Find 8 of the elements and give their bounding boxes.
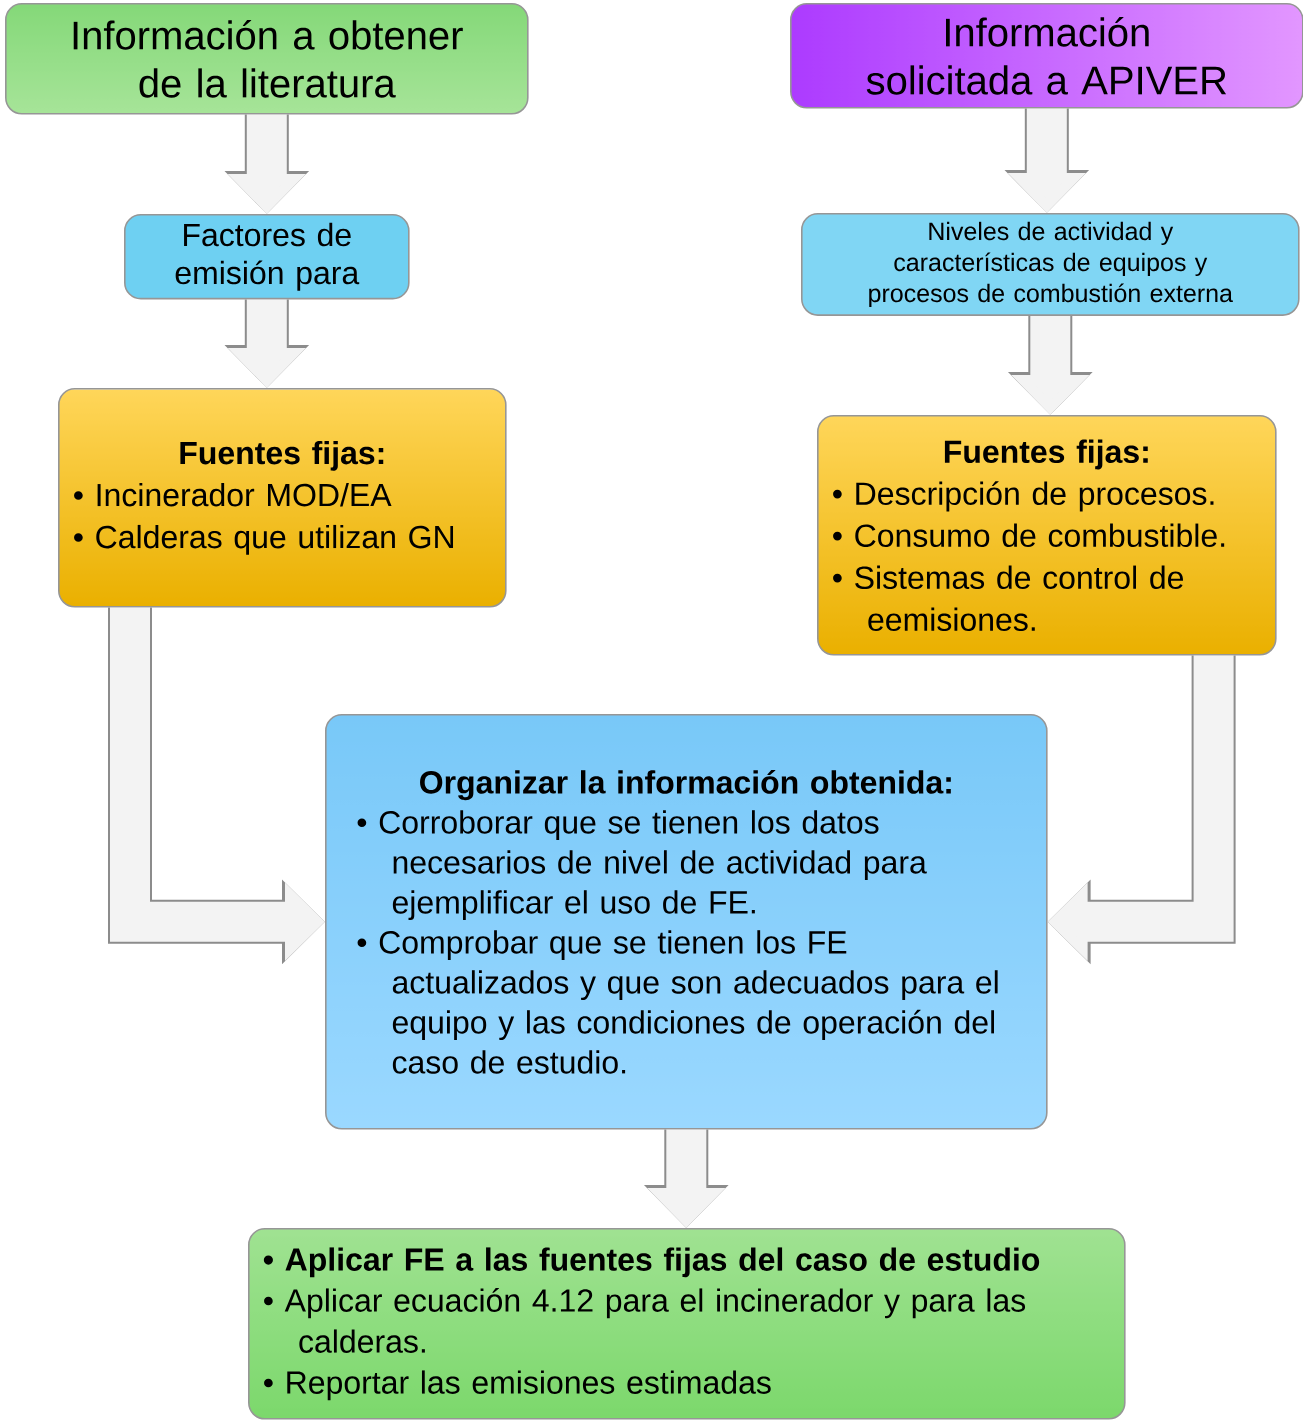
header-box: Información a obtener de la literatura [5,3,529,115]
process-box: • Aplicar FE a las fuentes fijas del caso de estudio • Aplicar ecuación 4.12 para el incinerador y para las calderas. • Reportar las emisiones estimadas [248,1228,1126,1420]
process-box: Organizar la información obtenida: • Corroborar que se tienen los datos necesarios de nivel de actividad para ejemplificar el uso de FE. • Comprobar que se tienen los FE actualizados y que son adecuados para el equipo y las condiciones de operación del caso de estudio. [325,714,1048,1130]
process-box: Fuentes fijas: • Incinerador MOD/EA • Calderas que utilizan GN [58,388,507,608]
header-box: Información solicitada a APIVER [790,3,1303,109]
process-box: Fuentes fijas: • Descripción de procesos. • Consumo de combustible. • Sistemas de control de eemisiones. [817,415,1277,656]
process-box: Factores de emisión para [124,214,410,300]
process-box: Niveles de actividad y características de equipos y procesos de combustión externa [801,213,1300,316]
